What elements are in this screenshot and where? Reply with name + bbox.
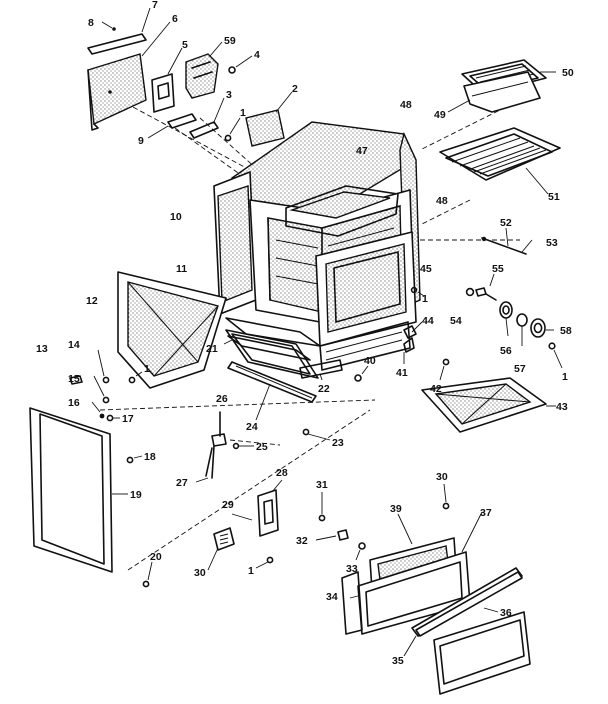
callout-27: 27 <box>176 477 188 489</box>
part-small-strips <box>147 97 225 139</box>
callout-50: 50 <box>562 67 574 79</box>
callout-24: 24 <box>246 421 258 433</box>
part-bracket <box>151 47 183 113</box>
callout-8: 8 <box>88 17 94 29</box>
callout-48-top: 48 <box>400 99 412 111</box>
callout-7: 7 <box>152 0 158 11</box>
callout-45: 45 <box>420 263 432 275</box>
callout-1-top: 1 <box>240 107 246 119</box>
callout-22: 22 <box>318 383 330 395</box>
part-screw-18 <box>126 455 143 464</box>
part-screw-1-top <box>224 117 241 142</box>
callout-43: 43 <box>556 401 568 413</box>
callout-44: 44 <box>422 315 434 327</box>
callout-11: 11 <box>176 263 187 275</box>
part-door-screws <box>91 349 143 422</box>
part-front-hardware <box>354 321 450 382</box>
part-switch-block <box>185 41 223 99</box>
part-oven-rack <box>439 127 561 195</box>
callout-39: 39 <box>390 503 402 515</box>
part-screw-1-right <box>410 286 425 297</box>
part-door-outer-panel <box>29 407 128 573</box>
callout-55: 55 <box>492 263 504 275</box>
callout-labels: 7 8 6 5 59 4 3 9 1 2 48 50 49 51 47 48 1… <box>36 0 574 667</box>
callout-30-right: 30 <box>436 471 448 483</box>
part-storage-drawer <box>315 483 531 695</box>
callout-1-door: 1 <box>144 363 150 375</box>
part-screw-4 <box>228 55 253 74</box>
part-drawer-rail <box>227 361 317 421</box>
callout-25: 25 <box>256 441 268 453</box>
callout-17: 17 <box>122 413 134 425</box>
callout-34: 34 <box>326 591 338 603</box>
part-side-panel <box>87 21 171 131</box>
part-lower-kick <box>299 359 343 381</box>
part-broiler-drawer-pan <box>421 377 556 433</box>
callout-48-right: 48 <box>436 195 448 207</box>
callout-30-left: 30 <box>194 567 206 579</box>
callout-52: 52 <box>500 217 512 229</box>
callout-3: 3 <box>226 89 232 101</box>
callout-28: 28 <box>276 467 288 479</box>
part-screw-20 <box>142 561 153 588</box>
callout-53: 53 <box>546 237 558 249</box>
callout-4: 4 <box>254 49 260 61</box>
callout-21: 21 <box>206 343 218 355</box>
callout-59: 59 <box>224 35 236 47</box>
callout-15: 15 <box>68 373 80 385</box>
part-oven-body <box>213 121 421 371</box>
callout-16: 16 <box>68 397 80 409</box>
callout-51: 51 <box>548 191 560 203</box>
part-small-bracket <box>69 375 83 385</box>
part-thermostat-parts <box>465 227 563 369</box>
callout-37: 37 <box>480 507 492 519</box>
callout-49: 49 <box>434 109 446 121</box>
part-drawer-support <box>223 329 319 379</box>
callout-14: 14 <box>68 339 80 351</box>
callout-20: 20 <box>150 551 162 563</box>
callout-2: 2 <box>292 83 298 95</box>
callout-32: 32 <box>296 535 308 547</box>
callout-6: 6 <box>172 13 178 25</box>
callout-18: 18 <box>144 451 156 463</box>
callout-56: 56 <box>500 345 512 357</box>
callout-57: 57 <box>514 363 526 375</box>
callout-13: 13 <box>36 343 48 355</box>
callout-26: 26 <box>216 393 228 405</box>
callout-10: 10 <box>170 211 182 223</box>
callout-40: 40 <box>364 355 376 367</box>
callout-41: 41 <box>396 367 408 379</box>
part-igniter-assembly <box>195 411 254 483</box>
callout-36: 36 <box>500 607 512 619</box>
part-screw-23 <box>302 428 331 441</box>
callout-12: 12 <box>86 295 98 307</box>
callout-47: 47 <box>356 145 368 157</box>
callout-5: 5 <box>182 39 188 51</box>
part-junction-box <box>207 479 283 571</box>
callout-1-box: 1 <box>248 565 254 577</box>
callout-58: 58 <box>560 325 572 337</box>
callout-9: 9 <box>138 135 144 147</box>
part-heat-shield <box>245 91 293 147</box>
callout-1-knob: 1 <box>562 371 568 383</box>
callout-1-center: 1 <box>422 293 428 305</box>
callout-29: 29 <box>222 499 234 511</box>
callout-19: 19 <box>130 489 142 501</box>
callout-35: 35 <box>392 655 404 667</box>
callout-42: 42 <box>430 383 442 395</box>
callout-23: 23 <box>332 437 344 449</box>
callout-31: 31 <box>316 479 328 491</box>
callout-33: 33 <box>346 563 358 575</box>
part-door-inner-liner <box>117 271 227 389</box>
part-top-trim-strip <box>87 7 151 55</box>
part-broiler-pan <box>447 59 556 113</box>
callout-54: 54 <box>450 315 462 327</box>
